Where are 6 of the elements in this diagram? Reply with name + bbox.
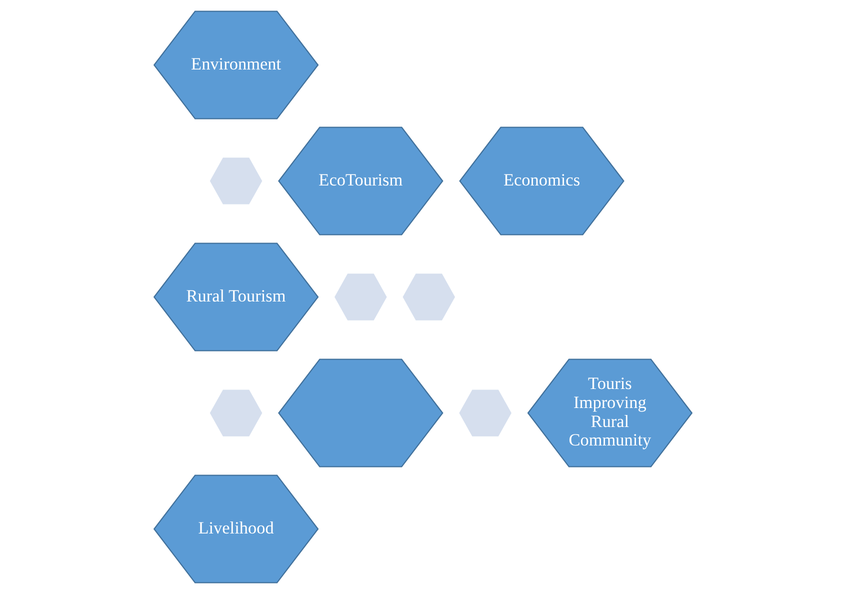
node-hexagon <box>458 390 511 436</box>
node-hexagon <box>334 274 386 320</box>
node-hexagon <box>209 390 262 436</box>
node-hexagon <box>278 358 443 468</box>
node-hexagon <box>209 158 262 204</box>
node-hexagon <box>402 274 455 320</box>
